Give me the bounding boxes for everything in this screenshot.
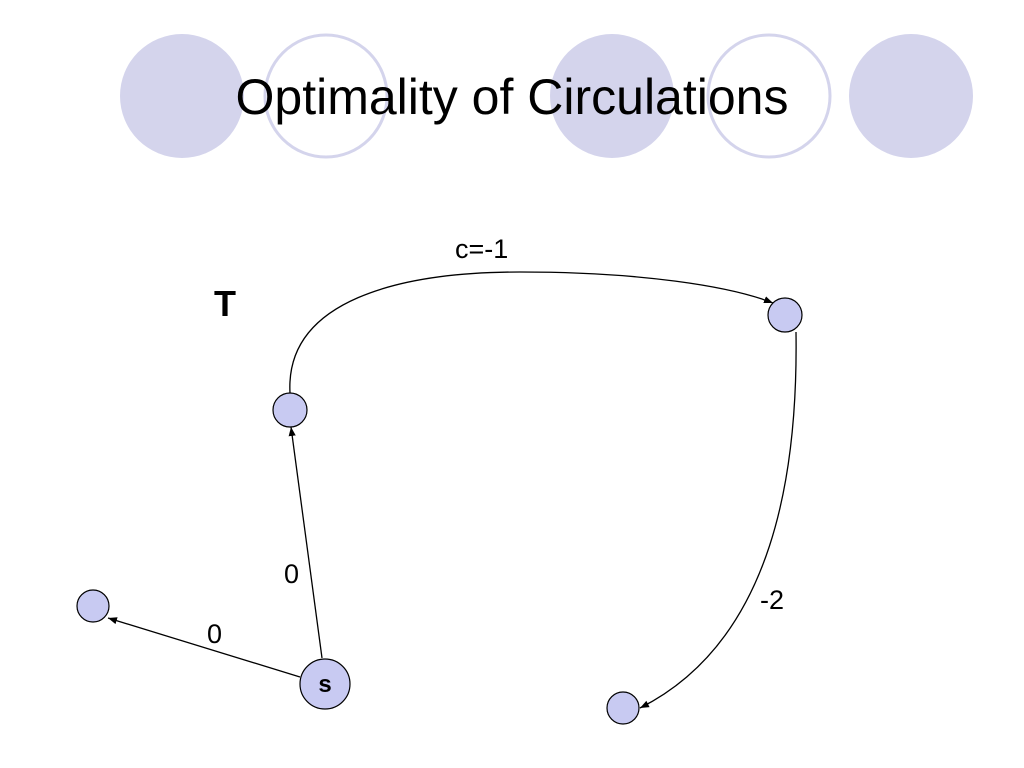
graph-edge-labels: c=-1 0 0 -2 (207, 234, 784, 649)
graph-node (606, 691, 640, 725)
decor-ring-circle-2 (706, 33, 832, 159)
decor-filled-circle-2 (550, 34, 674, 158)
slide-title: Optimality of Circulations (236, 69, 789, 125)
edge-label-v-w: -2 (760, 585, 784, 615)
edge-label-s-u: 0 (284, 559, 299, 589)
edge-label-s-x: 0 (207, 619, 222, 649)
edge-s-to-x (107, 617, 301, 678)
decor-ring-circle-1 (263, 33, 389, 159)
graph-nodes: s (76, 297, 803, 725)
decor-filled-circle-3 (849, 34, 973, 158)
edge-v-to-w (639, 331, 797, 709)
graph-node (76, 589, 110, 623)
source-node-s (299, 658, 351, 710)
graph-edges (107, 271, 797, 709)
graph-node (767, 297, 803, 333)
source-node-label: s (318, 671, 331, 698)
tree-label: T (214, 283, 236, 324)
edge-u-to-v (289, 271, 774, 394)
edge-label-u-v: c=-1 (455, 234, 508, 264)
graph-node (272, 392, 308, 428)
header-decoration (120, 33, 973, 159)
decor-filled-circle-1 (120, 34, 244, 158)
edge-s-to-u (288, 426, 323, 659)
